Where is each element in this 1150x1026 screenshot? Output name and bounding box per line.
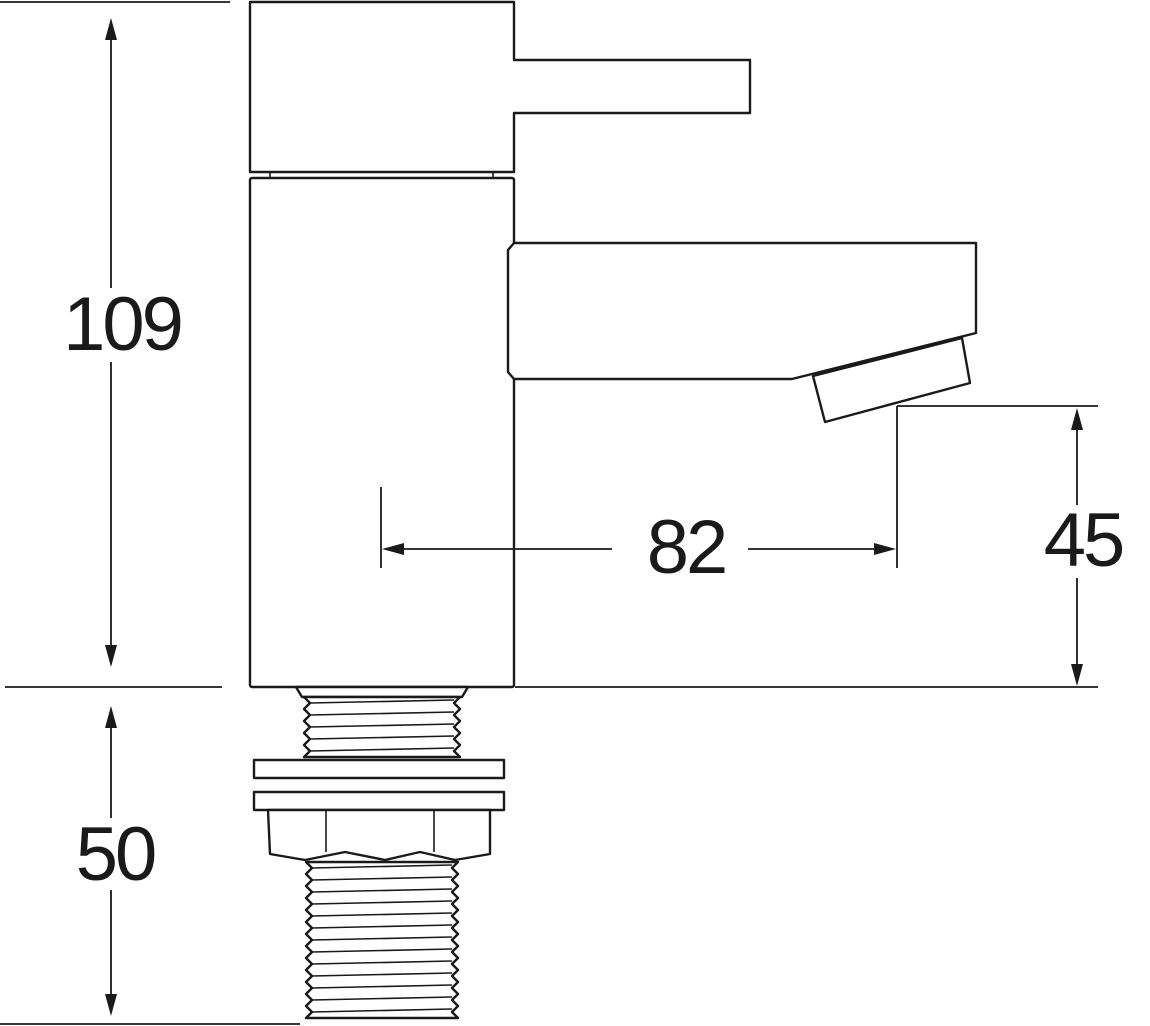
lower-thread-ridges	[311, 864, 453, 1013]
tap-body	[248, 176, 516, 689]
washer	[252, 758, 506, 780]
arrow-down	[105, 994, 117, 1016]
dimension-label-spout-reach: 82	[647, 505, 726, 590]
thread-ridge	[309, 747, 455, 752]
lever-handle	[248, 0, 752, 174]
arrow-right	[874, 543, 896, 555]
hex-back-nut	[266, 808, 492, 862]
thread-ridge	[311, 924, 453, 929]
tap-handle	[248, 0, 752, 178]
arrow-up	[105, 18, 117, 40]
thread-ridge	[311, 948, 453, 953]
dimension-total-height: 109	[63, 18, 184, 667]
thread-ridge	[311, 912, 453, 917]
thread-ridge	[309, 699, 455, 704]
dimension-spout-reach: 82	[380, 406, 898, 590]
thread-ridge	[311, 972, 453, 977]
dimension-shank-length: 50	[76, 706, 158, 1016]
thread-ridge	[309, 723, 455, 728]
tap-shank	[252, 685, 506, 1020]
dimension-label-shank-length: 50	[76, 812, 155, 897]
thread-ridge	[311, 960, 453, 965]
upper-thread-ridges	[309, 699, 455, 752]
thread-ridge	[311, 936, 453, 941]
thread-ridge	[311, 900, 453, 905]
aerator	[811, 336, 972, 424]
dimension-label-spout-height: 45	[1044, 498, 1123, 583]
spout-arm	[506, 241, 978, 381]
thread-ridge	[309, 711, 455, 716]
thread-ridge	[311, 996, 453, 1001]
thread-ridge	[309, 735, 455, 740]
arrow-left	[382, 543, 404, 555]
thread-ridge	[311, 876, 453, 881]
arrow-down	[105, 645, 117, 667]
thread-ridge	[311, 984, 453, 989]
dimension-label-total-height: 109	[63, 282, 181, 367]
thread-ridge	[311, 888, 453, 893]
thread-ridge	[311, 864, 453, 869]
reference-lines	[0, 1, 1098, 1025]
shank-collar	[294, 685, 470, 699]
back-nut-flange	[252, 790, 506, 812]
arrow-up	[105, 706, 117, 728]
dimension-spout-height: 45	[1044, 408, 1126, 686]
arrow-up	[1071, 408, 1083, 430]
arrow-down	[1071, 664, 1083, 686]
tap-spout	[506, 241, 978, 424]
thread-ridge	[311, 1008, 453, 1013]
